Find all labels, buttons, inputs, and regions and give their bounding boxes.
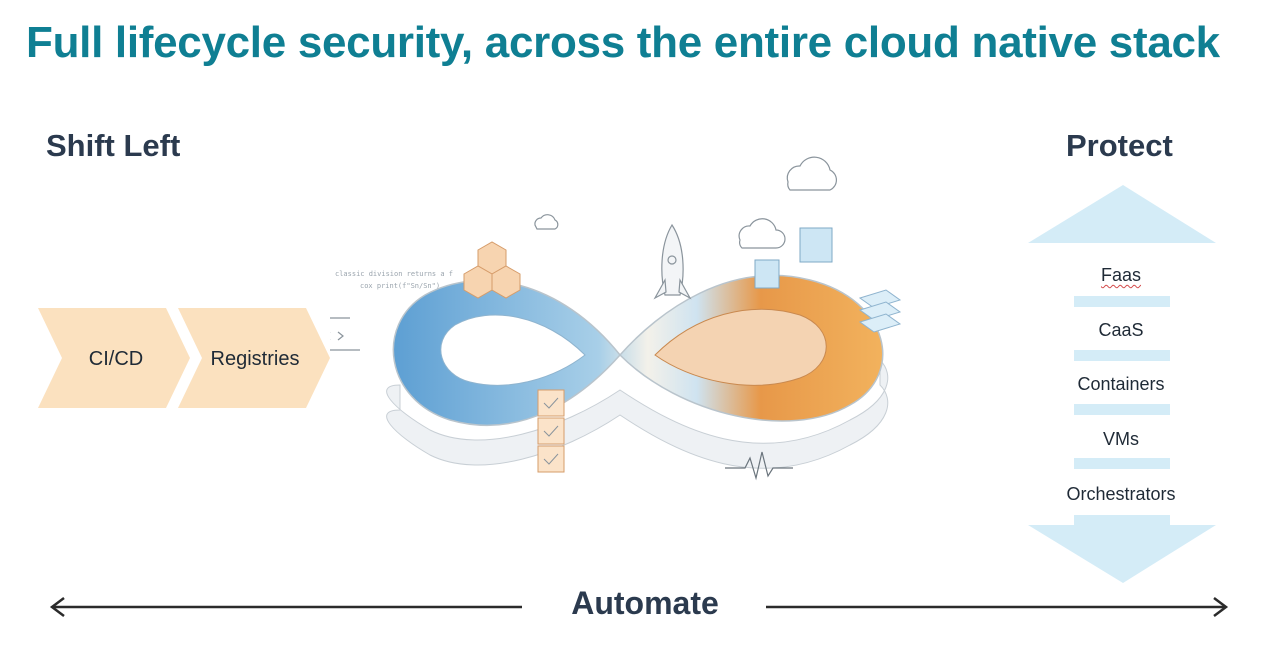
- automate-label: Automate: [545, 585, 745, 622]
- code-arrows: [330, 318, 360, 350]
- layer-faas: Faas: [1030, 265, 1212, 286]
- layer-containers: Containers: [1030, 374, 1212, 395]
- stacked-pages-icon: [860, 290, 900, 332]
- code-line-1: classic division returns a f: [335, 270, 453, 278]
- shift-left-heading: Shift Left: [46, 128, 180, 164]
- chevron-step-registries: Registries: [200, 348, 310, 371]
- cloud-icons: [535, 157, 837, 248]
- devops-infinity-loop-icon: classic division returns a f cox print(f…: [330, 150, 910, 510]
- layer-bar-1: [1074, 296, 1170, 307]
- layer-orchestrators: Orchestrators: [1030, 484, 1212, 505]
- layer-vms: VMs: [1030, 429, 1212, 450]
- layer-bar-4: [1074, 458, 1170, 469]
- protect-heading: Protect: [1066, 128, 1173, 164]
- protect-up-arrow: [1028, 185, 1216, 243]
- checklist-icon: [538, 390, 564, 472]
- code-snippet: classic division returns a f cox print(f…: [335, 270, 453, 290]
- chevron-step-ci-cd: CI/CD: [66, 348, 166, 371]
- right-arrow: [766, 598, 1226, 616]
- code-line-2: cox print(f"Sn/Sn"): [360, 282, 440, 290]
- layer-caas: CaaS: [1030, 320, 1212, 341]
- layer-bar-3: [1074, 404, 1170, 415]
- layer-bar-2: [1074, 350, 1170, 361]
- protect-down-arrow: [1028, 515, 1216, 583]
- rocket-icon: [655, 225, 690, 298]
- left-arrow: [52, 598, 522, 616]
- orange-boxes-icon: [464, 242, 520, 298]
- page-title: Full lifecycle security, across the enti…: [26, 18, 1266, 68]
